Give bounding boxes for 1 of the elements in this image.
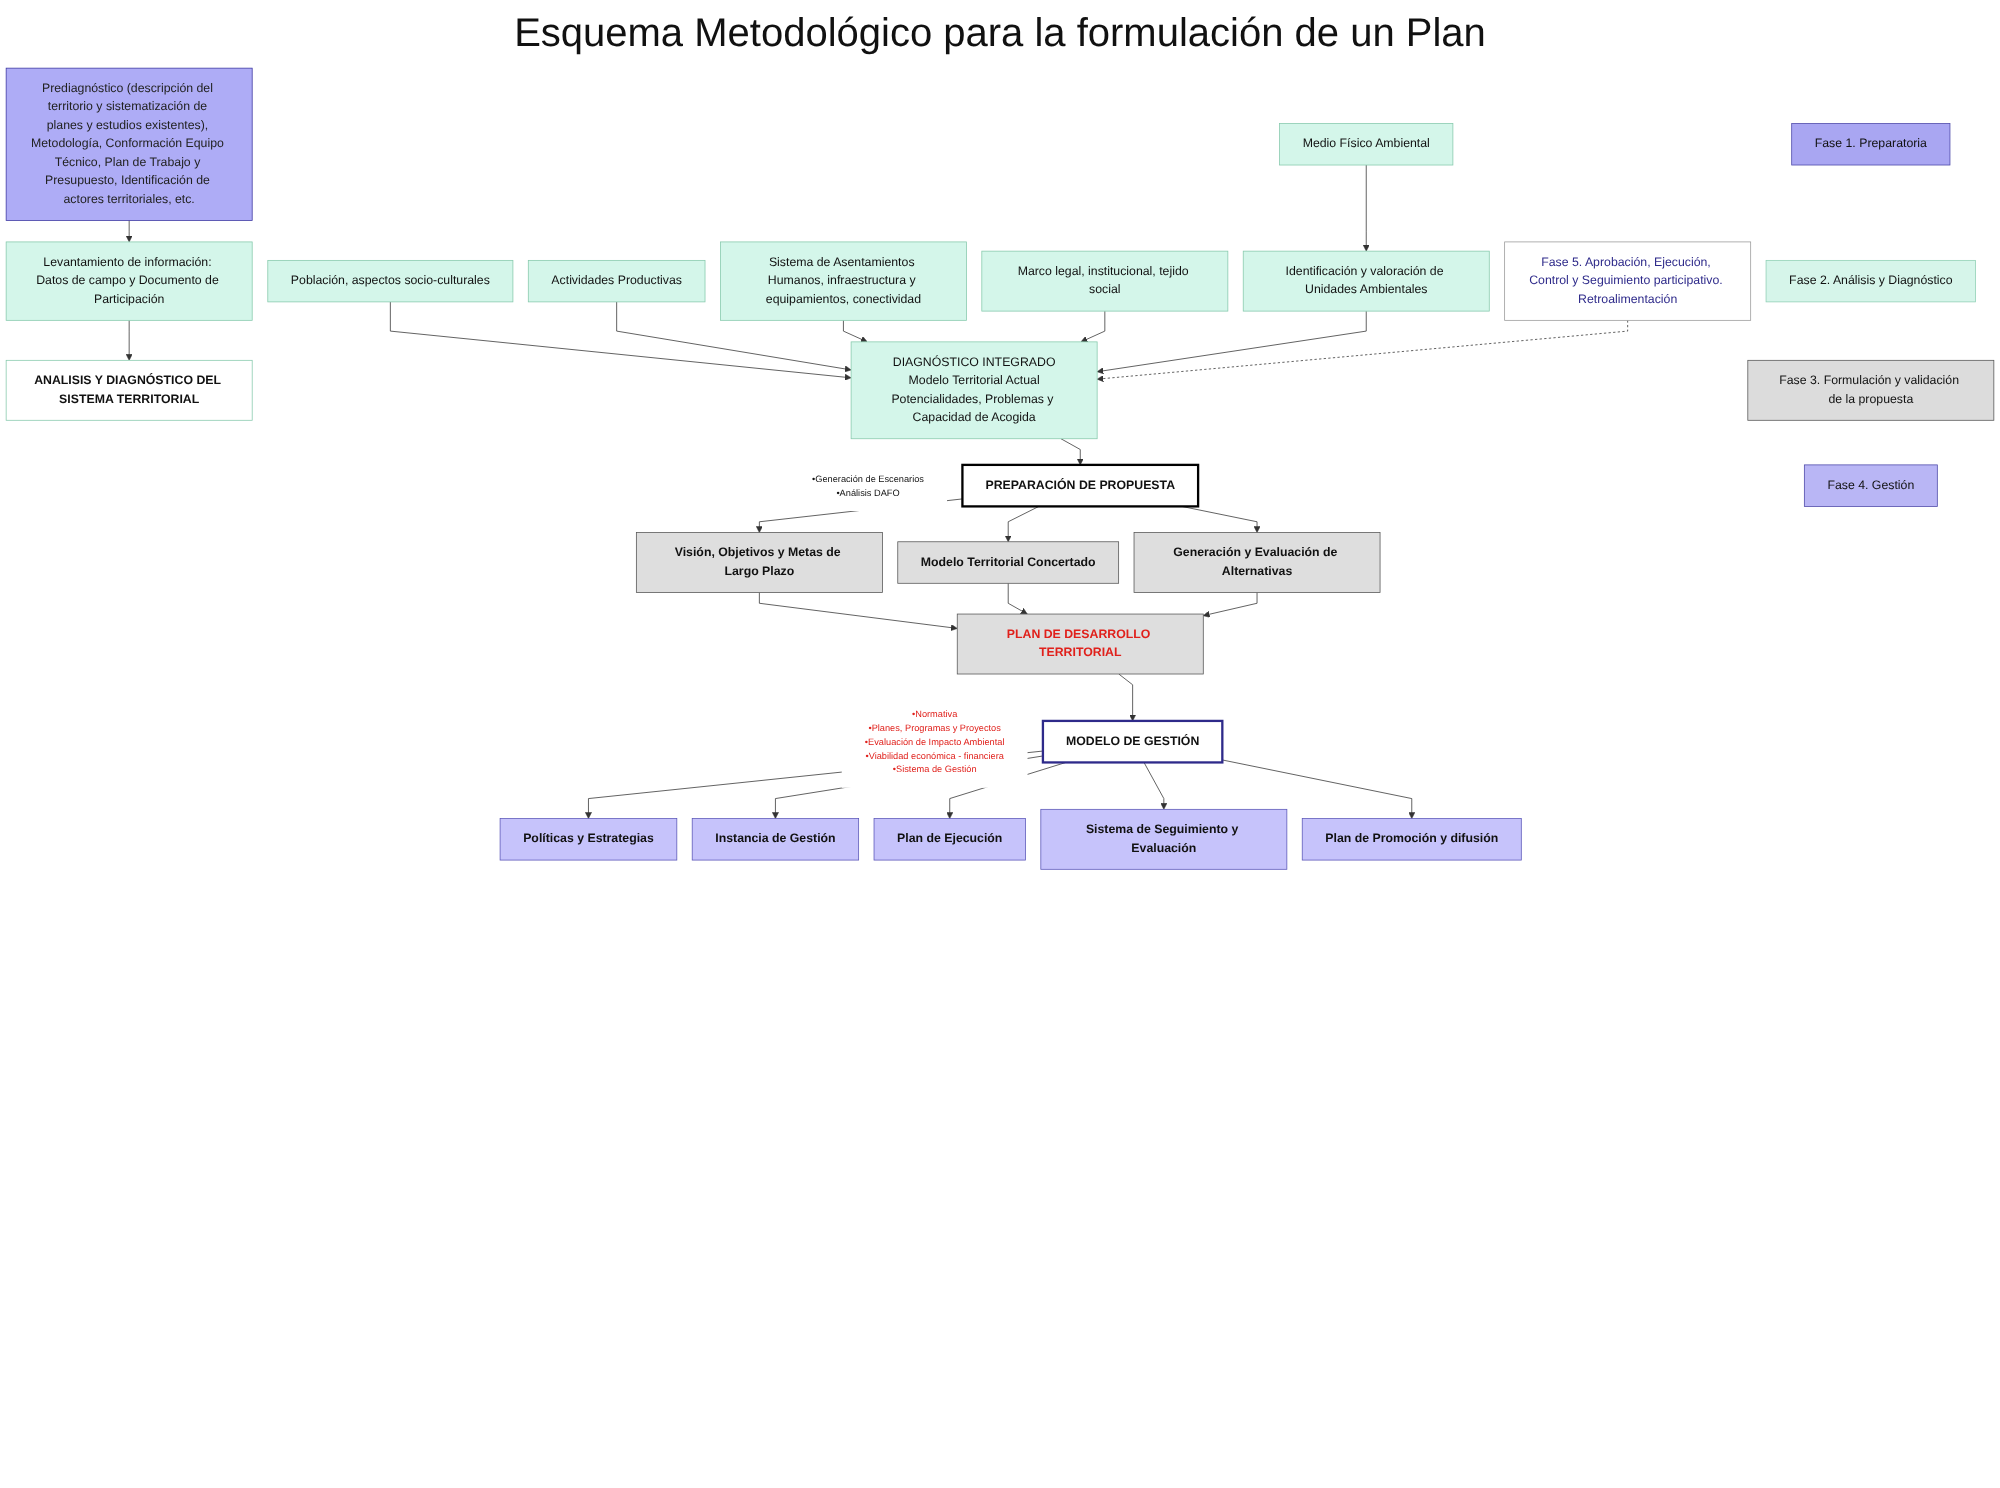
diagram-title: Esquema Metodológico para la formulación de un Plan [512, 12, 1488, 58]
